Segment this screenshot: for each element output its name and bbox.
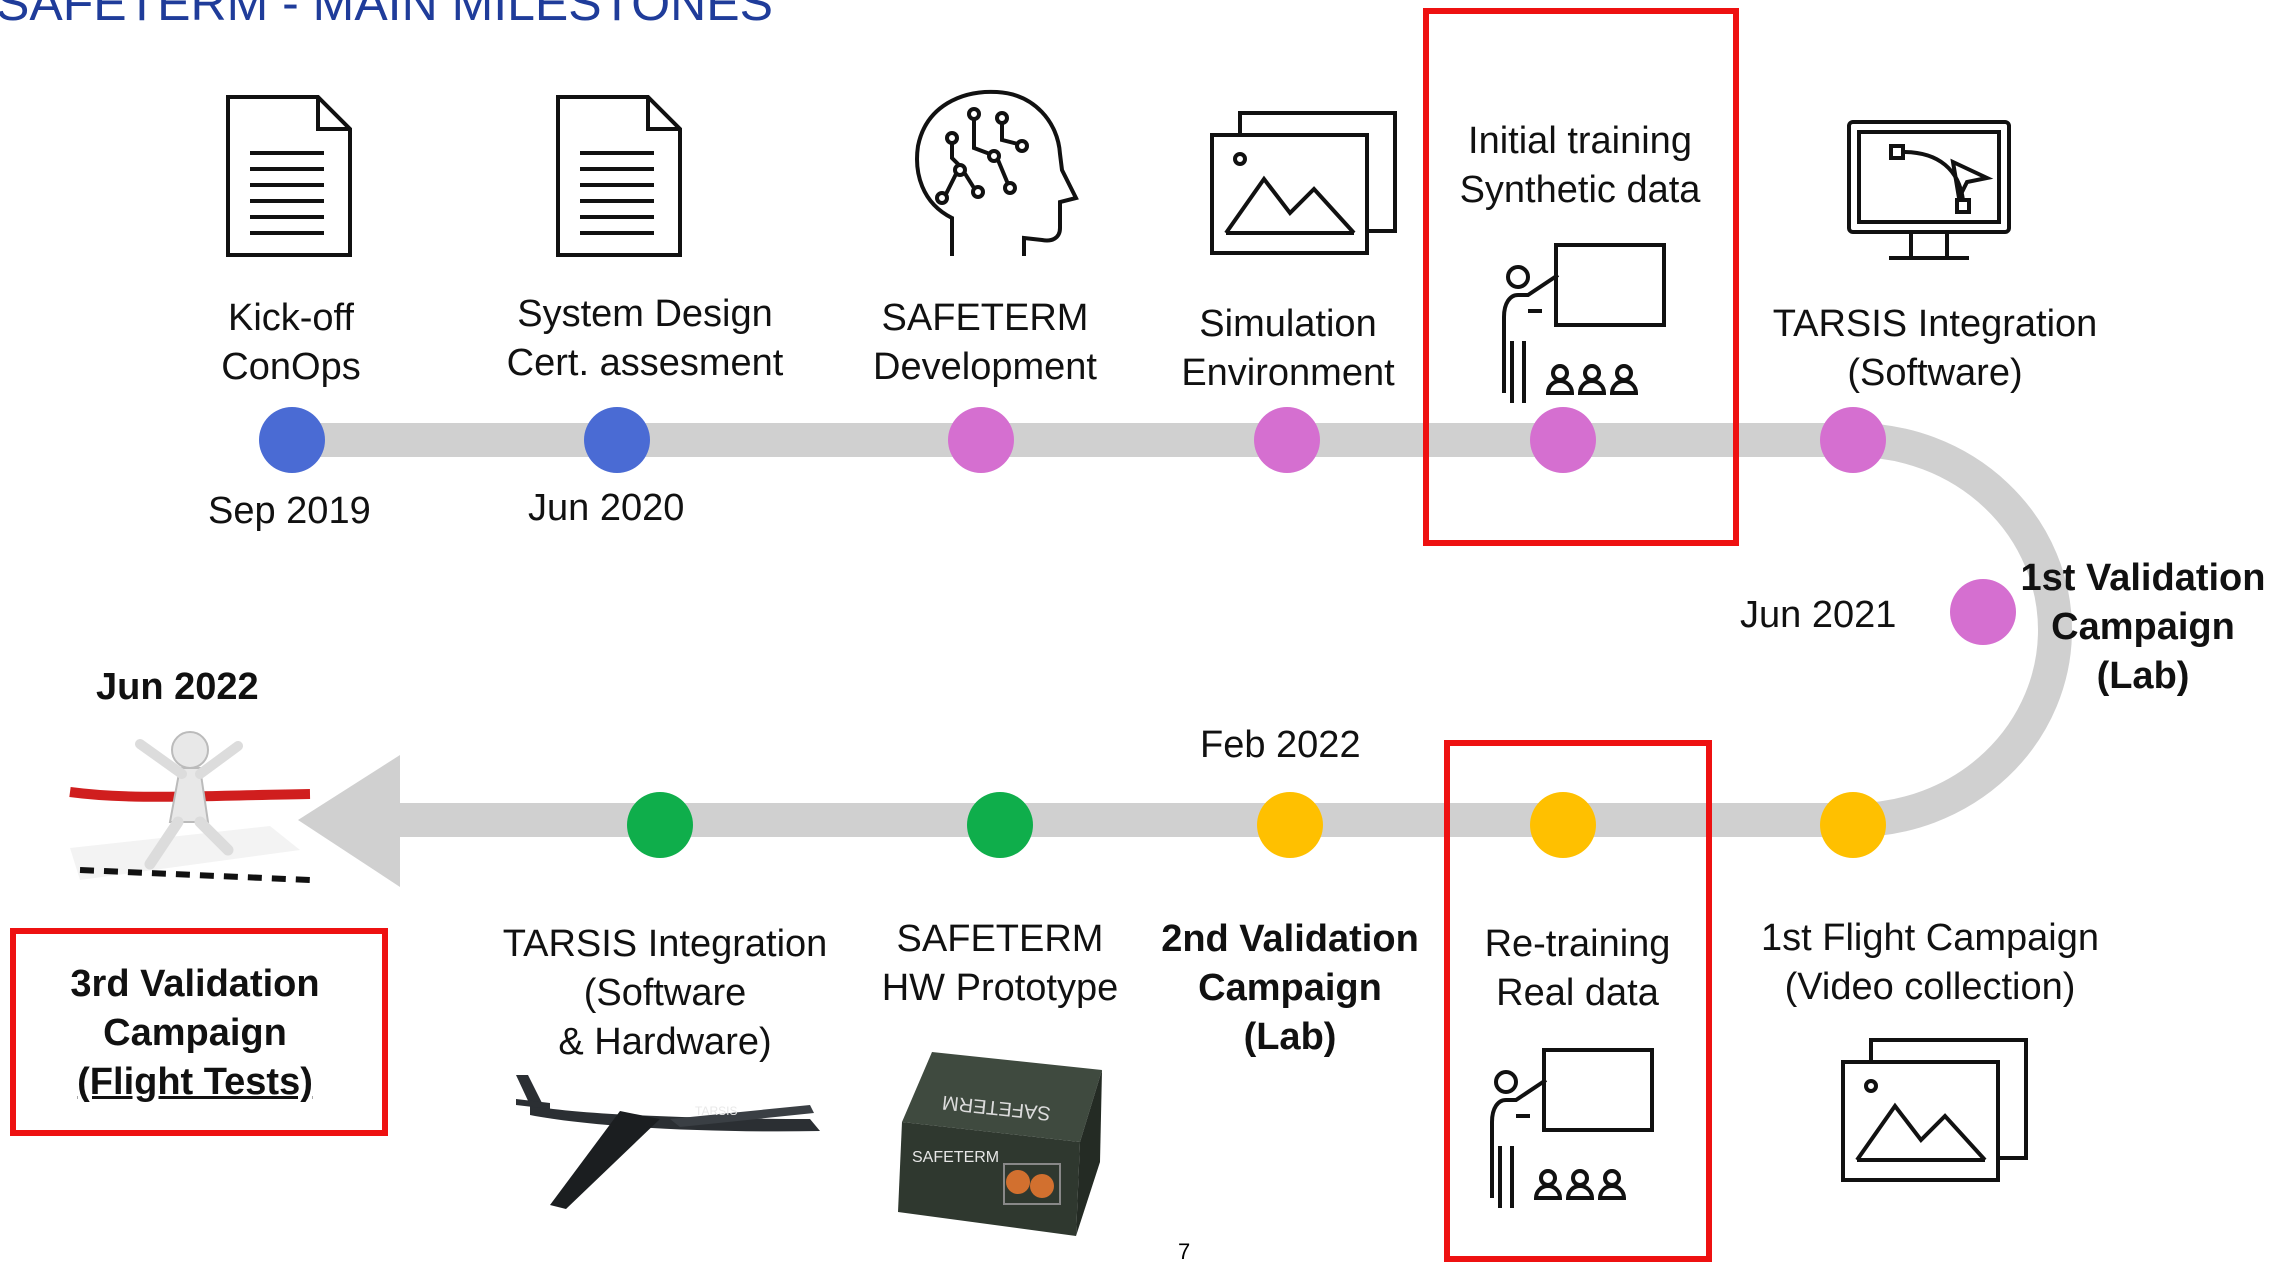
- date-val-2: Feb 2022: [1200, 724, 1361, 766]
- document-icon: [226, 95, 352, 257]
- finish-line-figure: [69, 731, 311, 883]
- image-stack-icon: [1841, 1038, 2028, 1182]
- label-tarsis-hw: TARSIS Integration(Software& Hardware): [502, 923, 828, 1063]
- page-number: 7: [1178, 1239, 1190, 1259]
- image-stack-icon: [1210, 111, 1397, 255]
- node-sysdesign: [584, 407, 650, 473]
- highlight-initial-training: [1423, 8, 1739, 546]
- node-simulation: [1254, 407, 1320, 473]
- node-val-1: [1950, 579, 2016, 645]
- hardware-box-photo: SAFETERM SAFETERM: [898, 1052, 1102, 1236]
- date-val-3: Jun 2022: [96, 666, 259, 708]
- drone-photo: TARSIS: [516, 1075, 820, 1209]
- node-safeterm-dev: [948, 407, 1014, 473]
- teacher-icon: [1502, 243, 1666, 403]
- document-icon: [556, 95, 682, 257]
- node-tarsis-hw: [627, 792, 693, 858]
- node-hw-proto: [967, 792, 1033, 858]
- node-val-2: [1257, 792, 1323, 858]
- node-initial-training: [1530, 407, 1596, 473]
- date-sysdesign: Jun 2020: [528, 487, 685, 529]
- date-kickoff: Sep 2019: [208, 490, 371, 532]
- monitor-curve-icon: [1847, 120, 2011, 260]
- ai-head-icon: [915, 89, 1079, 256]
- box-front-label: SAFETERM: [912, 1149, 999, 1166]
- highlight-val-3: [10, 928, 388, 1136]
- label-tarsis-sw: TARSIS Integration(Software): [1772, 303, 2098, 394]
- page-title: SAFETERM - MAIN MILESTONES: [0, 0, 773, 31]
- timeline-arrowhead: [298, 755, 400, 887]
- node-kickoff: [259, 407, 325, 473]
- label-flight-1: 1st Flight Campaign(Video collection): [1761, 917, 2099, 1008]
- date-val-1: Jun 2021: [1740, 594, 1897, 636]
- timeline-track: [292, 423, 2072, 837]
- teacher-icon: [1490, 1048, 1654, 1208]
- drone-label: TARSIS: [695, 1104, 737, 1118]
- node-tarsis-sw: [1820, 407, 1886, 473]
- node-retraining: [1530, 792, 1596, 858]
- node-flight-1: [1820, 792, 1886, 858]
